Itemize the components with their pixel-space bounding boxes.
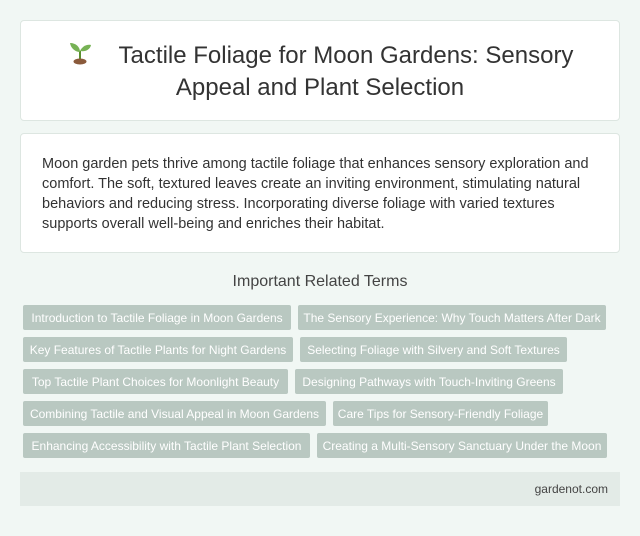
page-title-text: Tactile Foliage for Moon Gardens: Sensor… xyxy=(118,41,574,101)
footer: gardenot.com xyxy=(20,472,620,506)
related-term-tag[interactable]: Key Features of Tactile Plants for Night… xyxy=(23,337,293,362)
tag-row: Enhancing Accessibility with Tactile Pla… xyxy=(23,433,623,458)
related-term-tag[interactable]: Introduction to Tactile Foliage in Moon … xyxy=(23,305,291,330)
related-term-tag[interactable]: Combining Tactile and Visual Appeal in M… xyxy=(23,401,326,426)
page-title: Tactile Foliage for Moon Gardens: Sensor… xyxy=(55,39,585,103)
tag-row: Introduction to Tactile Foliage in Moon … xyxy=(23,305,623,330)
intro-card: Moon garden pets thrive among tactile fo… xyxy=(20,133,620,253)
related-term-tag[interactable]: The Sensory Experience: Why Touch Matter… xyxy=(298,305,606,330)
intro-text: Moon garden pets thrive among tactile fo… xyxy=(42,156,589,232)
tag-row: Top Tactile Plant Choices for Moonlight … xyxy=(23,369,623,394)
related-terms-heading: Important Related Terms xyxy=(232,273,408,290)
footer-site-name: gardenot.com xyxy=(534,482,608,496)
tag-row: Combining Tactile and Visual Appeal in M… xyxy=(23,401,623,426)
related-term-tag[interactable]: Care Tips for Sensory-Friendly Foliage xyxy=(333,401,548,426)
related-term-tag[interactable]: Enhancing Accessibility with Tactile Pla… xyxy=(23,433,310,458)
header-card: Tactile Foliage for Moon Gardens: Sensor… xyxy=(20,20,620,121)
related-term-tag[interactable]: Selecting Foliage with Silvery and Soft … xyxy=(300,337,567,362)
related-term-tag[interactable]: Designing Pathways with Touch-Inviting G… xyxy=(295,369,563,394)
related-term-tag[interactable]: Creating a Multi-Sensory Sanctuary Under… xyxy=(317,433,607,458)
sprout-icon xyxy=(67,39,93,73)
tag-row: Key Features of Tactile Plants for Night… xyxy=(23,337,623,362)
related-term-tag[interactable]: Top Tactile Plant Choices for Moonlight … xyxy=(23,369,288,394)
related-terms-list: Introduction to Tactile Foliage in Moon … xyxy=(23,305,623,465)
